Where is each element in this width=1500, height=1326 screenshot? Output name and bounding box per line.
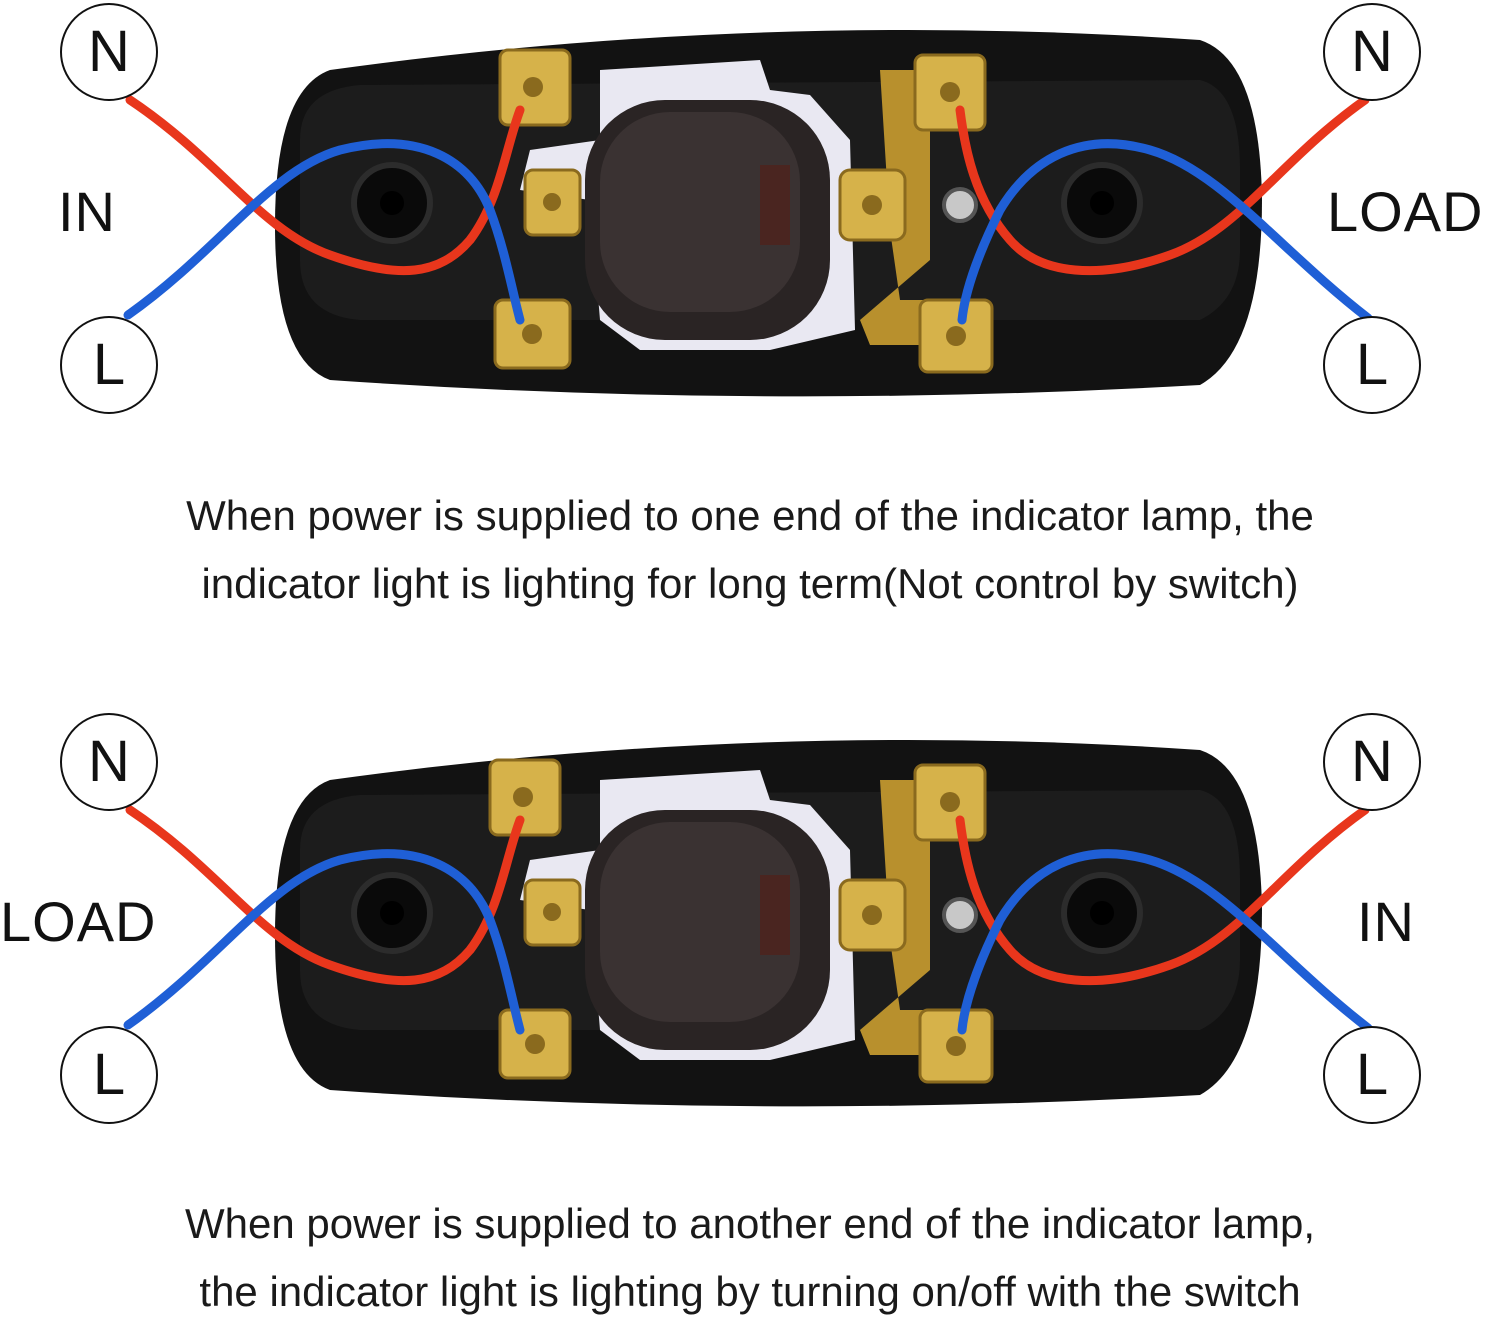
side-label-left: IN <box>58 180 116 243</box>
brass-plate <box>860 70 960 345</box>
terminal-live-left: L <box>60 316 158 414</box>
terminal-neutral-right: N <box>1323 3 1421 101</box>
switch-illustration <box>123 30 1373 397</box>
caption-line: When power is supplied to another end of… <box>184 1200 1315 1247</box>
neutral-wire-right <box>955 805 1370 986</box>
side-label-left: LOAD <box>0 890 157 953</box>
indicator-lamp <box>942 897 978 933</box>
caption-line: When power is supplied to one end of the… <box>186 492 1314 539</box>
terminal-neutral-right: N <box>1323 713 1421 811</box>
caption-top: When power is supplied to one end of the… <box>0 482 1500 618</box>
terminal-live-right: L <box>1323 1026 1421 1124</box>
indicator-lamp <box>942 187 978 223</box>
caption-line: indicator light is lighting for long ter… <box>201 560 1299 607</box>
live-wire-right <box>957 139 1373 325</box>
live-wire-left <box>123 849 525 1035</box>
side-label-right: LOAD <box>1327 180 1484 243</box>
caption-bottom: When power is supplied to another end of… <box>0 1190 1500 1326</box>
terminal-live-right: L <box>1323 316 1421 414</box>
neutral-wire-left <box>125 95 525 276</box>
wiring-diagram-top: N L N L IN LOAD <box>0 0 1500 420</box>
neutral-wire-right <box>955 95 1370 276</box>
caption-line: the indicator light is lighting by turni… <box>199 1268 1301 1315</box>
brass-plate <box>860 780 960 1055</box>
switch-illustration <box>123 740 1373 1107</box>
live-wire-right <box>957 849 1373 1035</box>
terminal-neutral-left: N <box>60 713 158 811</box>
wiring-diagram-bottom: N L N L LOAD IN <box>0 710 1500 1130</box>
side-label-right: IN <box>1357 890 1415 953</box>
neutral-wire-left <box>125 805 525 986</box>
live-wire-left <box>123 139 525 325</box>
terminal-neutral-left: N <box>60 3 158 101</box>
terminal-live-left: L <box>60 1026 158 1124</box>
